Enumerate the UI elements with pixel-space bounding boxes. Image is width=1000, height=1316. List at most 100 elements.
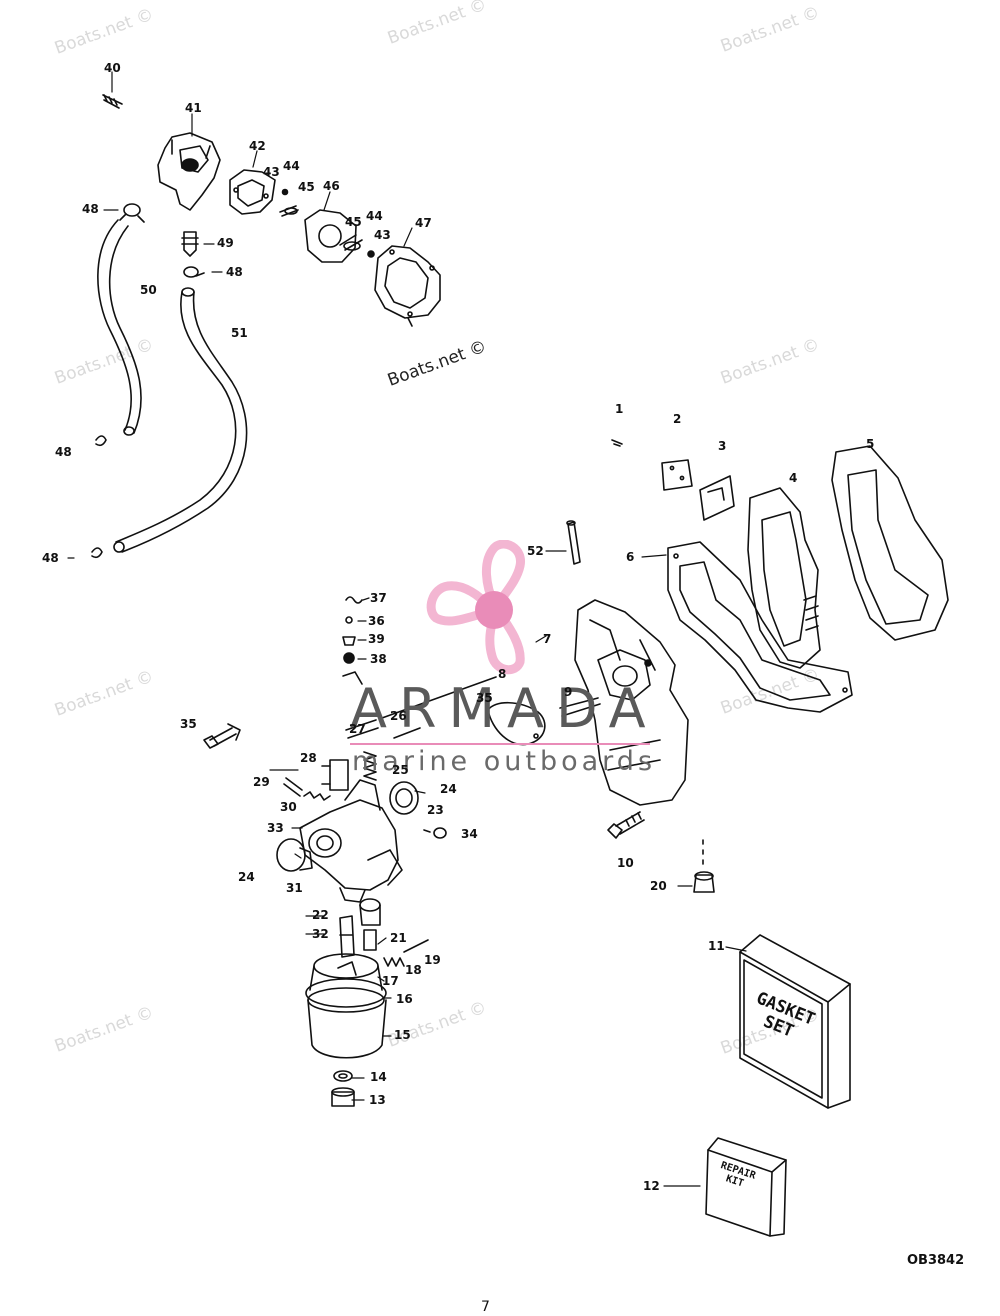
plug-20-part <box>693 839 715 893</box>
callout-35: 35 <box>180 717 197 731</box>
callout-48: 48 <box>82 202 99 216</box>
callout-13: 13 <box>369 1093 386 1107</box>
callout-23: 23 <box>427 803 444 817</box>
pump-cover-46-part <box>304 209 375 263</box>
callout-22: 22 <box>312 908 329 922</box>
screw-29-30 <box>283 777 331 801</box>
fuel-hose-51-part <box>113 287 248 553</box>
page-number: 7 <box>481 1299 490 1315</box>
callout-24: 24 <box>440 782 457 796</box>
pump-body-41-part <box>157 132 221 211</box>
callout-4: 4 <box>789 471 798 485</box>
fuel-hose-50-part <box>97 219 142 436</box>
callout-1: 1 <box>615 402 624 416</box>
gasket-5-part <box>831 445 949 641</box>
logo-blade-left <box>426 581 493 626</box>
callout-45: 45 <box>298 180 315 194</box>
callout-34: 34 <box>461 827 478 841</box>
callout-17: 17 <box>382 974 399 988</box>
callout-16: 16 <box>396 992 413 1006</box>
armada-propeller-logo <box>426 540 525 675</box>
callout-36: 36 <box>368 614 385 628</box>
callout-25: 25 <box>392 763 409 777</box>
callout-42: 42 <box>249 139 266 153</box>
callout-37: 37 <box>370 591 387 605</box>
repair-kit-box-12 <box>705 1137 787 1237</box>
reed-stop-2-part <box>661 459 693 491</box>
screw-1-part <box>611 439 623 447</box>
callout-50: 50 <box>140 283 157 297</box>
callout-21: 21 <box>390 931 407 945</box>
callout-32: 32 <box>312 927 329 941</box>
carb-body-33-part <box>299 779 403 903</box>
callout-48: 48 <box>42 551 59 565</box>
throttle-9-part <box>487 697 601 746</box>
callout-39: 39 <box>368 632 385 646</box>
leader-lines <box>67 71 747 1187</box>
callout-5: 5 <box>866 437 875 451</box>
callout-18: 18 <box>405 963 422 977</box>
callout-8: 8 <box>498 667 507 681</box>
callout-52: 52 <box>527 544 544 558</box>
callout-3: 3 <box>718 439 727 453</box>
callout-12: 12 <box>643 1179 660 1193</box>
float-bowl-15-17 <box>305 953 387 1059</box>
callout-20: 20 <box>650 879 667 893</box>
gasket-set-box-11 <box>739 934 851 1109</box>
callout-47: 47 <box>415 216 432 230</box>
callout-28: 28 <box>300 751 317 765</box>
cover-31-part <box>276 838 313 872</box>
callout-33: 33 <box>267 821 284 835</box>
gasket-6-part <box>667 541 853 713</box>
valve-parts-43-45 <box>279 188 299 217</box>
callout-15: 15 <box>394 1028 411 1042</box>
screw-10-part <box>607 811 645 839</box>
callout-49: 49 <box>217 236 234 250</box>
callout-19: 19 <box>424 953 441 967</box>
choke-linkage-8-part <box>342 671 497 719</box>
brand-name: ARMADA <box>350 677 658 740</box>
brand-rule <box>350 743 650 745</box>
callout-48: 48 <box>226 265 243 279</box>
callout-30: 30 <box>280 800 297 814</box>
callout-45: 45 <box>345 215 362 229</box>
gasket-14-part <box>333 1070 353 1082</box>
washer-34-part <box>423 827 447 839</box>
callout-43: 43 <box>263 165 280 179</box>
callout-44: 44 <box>283 159 300 173</box>
clamp-48-parts <box>91 203 205 559</box>
callout-24: 24 <box>238 870 255 884</box>
gasket-47-part <box>374 245 441 327</box>
callout-41: 41 <box>185 101 202 115</box>
reed-plate-4-part <box>747 487 821 669</box>
callout-40: 40 <box>104 61 121 75</box>
callout-9: 9 <box>564 685 573 699</box>
small-parts-36-39 <box>342 596 363 664</box>
drawing-reference: OB3842 <box>907 1253 965 1268</box>
callout-11: 11 <box>708 939 725 953</box>
callout-10: 10 <box>617 856 634 870</box>
throttle-shaft-26-28 <box>321 719 421 791</box>
callout-29: 29 <box>253 775 270 789</box>
screw-40-part <box>102 94 123 109</box>
logo-hub <box>475 591 513 629</box>
callout-38: 38 <box>370 652 387 666</box>
callout-27: 27 <box>349 722 366 736</box>
callout-6: 6 <box>626 550 635 564</box>
intake-manifold-7-part <box>574 599 689 806</box>
callout-2: 2 <box>673 412 682 426</box>
callout-43: 43 <box>374 228 391 242</box>
logo-blade-top <box>482 540 525 609</box>
callout-26: 26 <box>390 709 407 723</box>
plug-13-part <box>331 1087 355 1107</box>
fitting-49-part <box>181 231 199 257</box>
dowel-52-part <box>566 520 581 565</box>
callout-51: 51 <box>231 326 248 340</box>
diaphragm-23-part <box>389 781 419 815</box>
needle-seat-21-part <box>359 898 381 951</box>
callout-48: 48 <box>55 445 72 459</box>
brand-tagline: marine outboards <box>352 746 657 777</box>
callout-7: 7 <box>543 632 552 646</box>
callout-44: 44 <box>366 209 383 223</box>
